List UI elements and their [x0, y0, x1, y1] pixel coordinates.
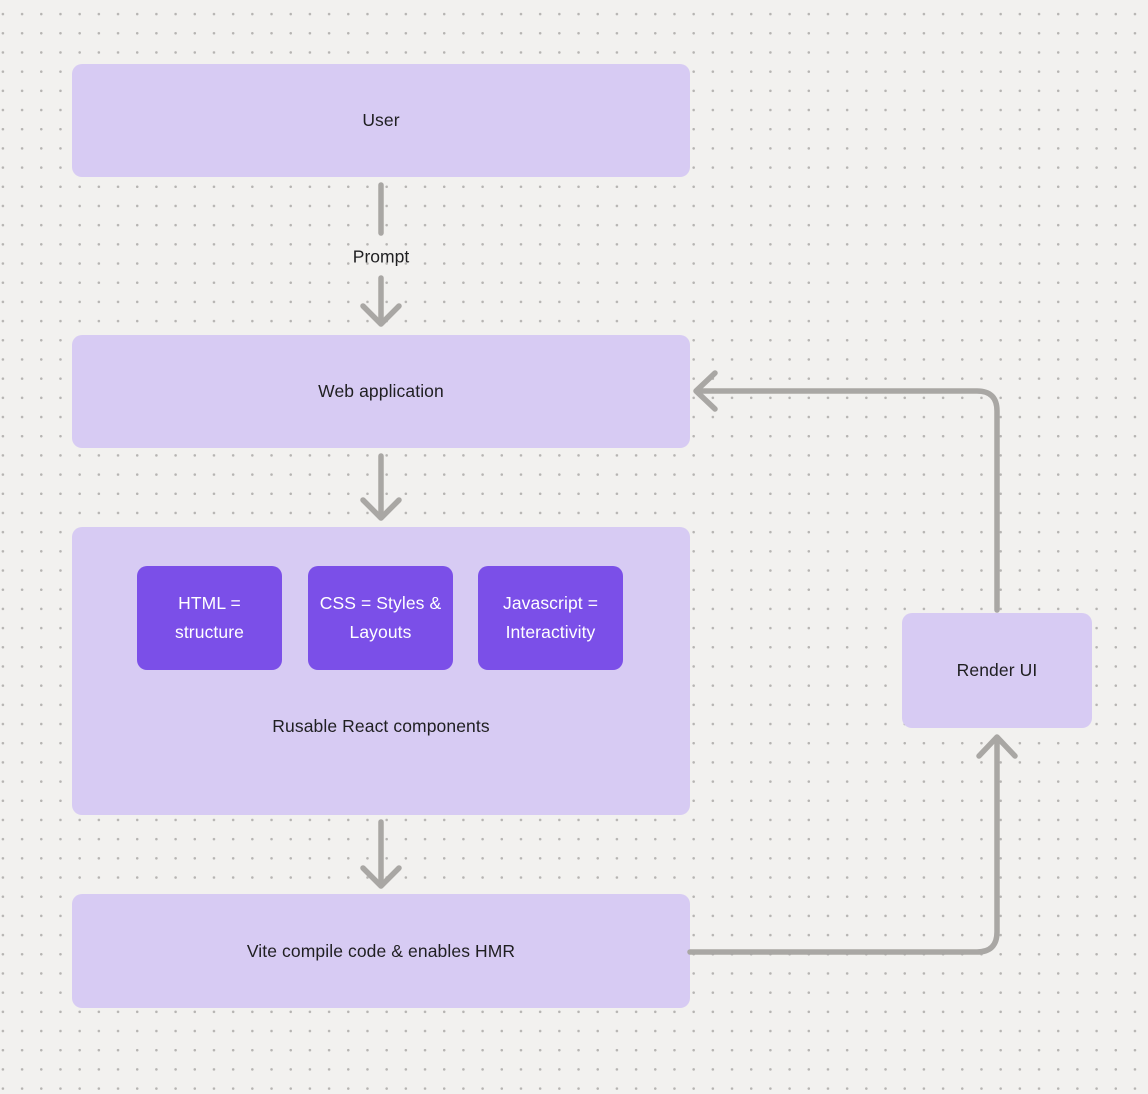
- node-render-ui[interactable]: Render UI: [902, 613, 1092, 728]
- node-user-label: User: [362, 110, 400, 130]
- arrow-components-to-vite: [360, 819, 402, 889]
- node-html-structure[interactable]: HTML = structure: [137, 566, 282, 670]
- node-web-application[interactable]: Web application: [72, 335, 690, 448]
- node-javascript-interactivity[interactable]: Javascript = Interactivity: [478, 566, 623, 670]
- node-vite[interactable]: Vite compile code & enables HMR: [72, 894, 690, 1008]
- node-vite-label: Vite compile code & enables HMR: [246, 940, 516, 961]
- arrow-webapp-to-components: [360, 453, 402, 521]
- arrow-renderui-to-webapp: [693, 370, 1000, 613]
- node-components-group[interactable]: HTML = structure CSS = Styles & Layouts …: [72, 527, 690, 815]
- node-render-ui-label: Render UI: [956, 660, 1038, 680]
- node-web-application-label: Web application: [318, 381, 444, 401]
- node-user[interactable]: User: [72, 64, 690, 177]
- node-javascript-interactivity-label: Javascript = Interactivity: [502, 593, 599, 642]
- node-css-styles-label: CSS = Styles & Layouts: [319, 593, 442, 642]
- node-css-styles[interactable]: CSS = Styles & Layouts: [308, 566, 453, 670]
- components-group-caption: Rusable React components: [272, 716, 490, 736]
- node-html-structure-label: HTML = structure: [175, 593, 244, 642]
- arrow-vite-to-renderui: [687, 734, 1018, 955]
- edge-label-prompt: Prompt: [352, 246, 410, 267]
